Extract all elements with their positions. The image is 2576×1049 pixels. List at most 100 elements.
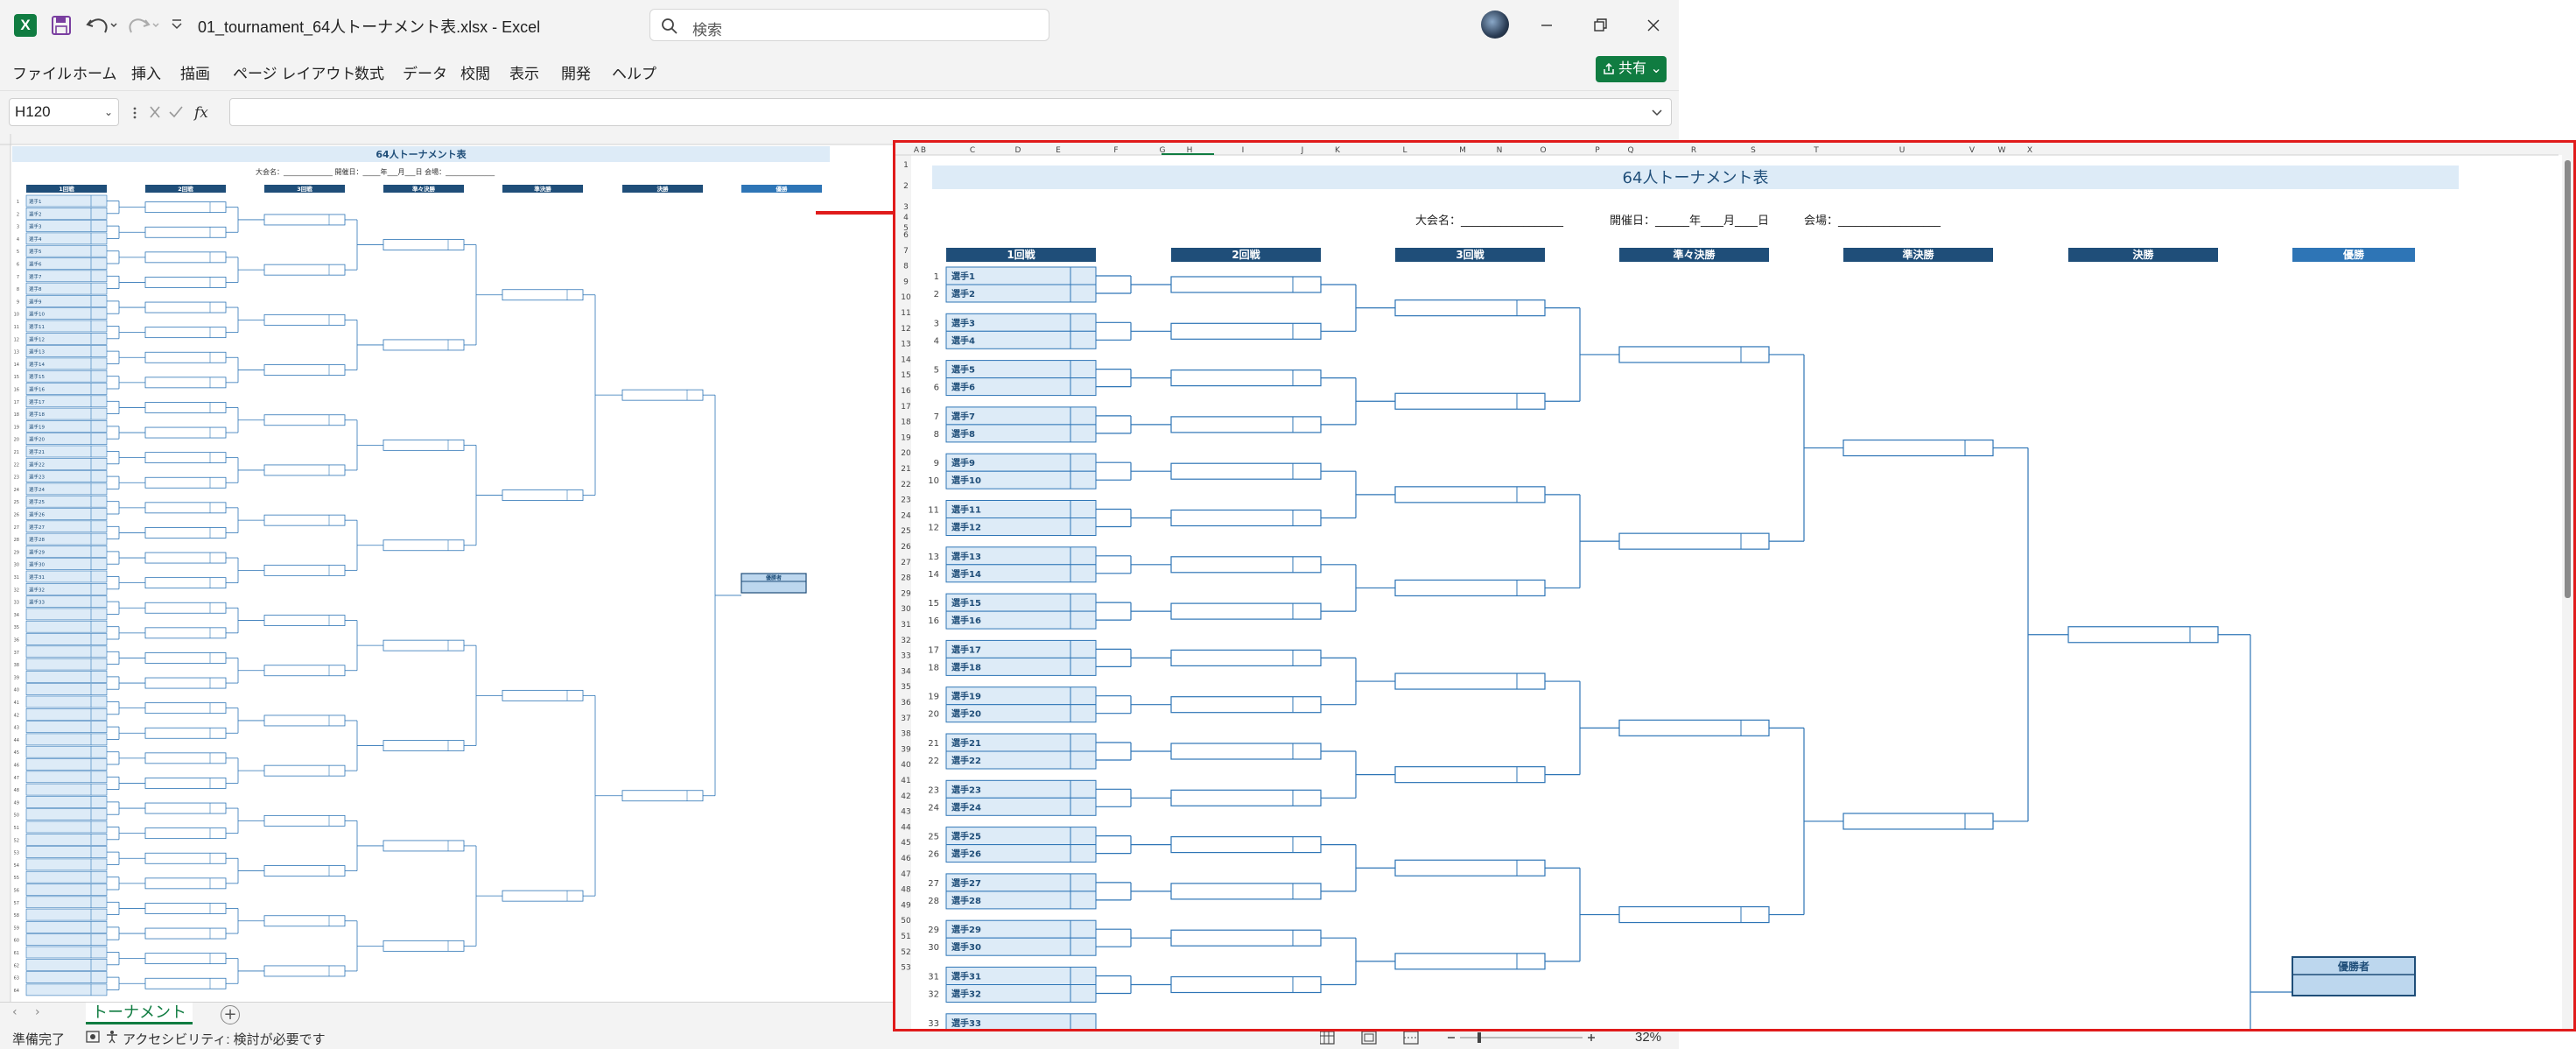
scroll-tabs-right-icon[interactable]: › bbox=[35, 1005, 40, 1019]
redo-icon[interactable] bbox=[128, 13, 159, 39]
row-number: 7 bbox=[903, 247, 909, 256]
player-cell bbox=[25, 858, 108, 871]
undo-icon[interactable] bbox=[86, 13, 117, 39]
entry-number: 24 bbox=[928, 803, 939, 813]
accessibility-status[interactable]: アクセシビリティ: 検討が必要です bbox=[123, 1032, 326, 1047]
close-icon[interactable] bbox=[1640, 12, 1667, 39]
tab-help[interactable]: ヘルプ bbox=[612, 66, 656, 82]
entry-number: 31 bbox=[928, 973, 939, 982]
entry-number: 29 bbox=[928, 926, 939, 935]
sheet-title-band bbox=[12, 146, 830, 162]
view-zoom-controls[interactable] bbox=[1320, 1030, 1618, 1045]
player-name: 選手15 bbox=[951, 597, 981, 609]
player-name: 選手29 bbox=[951, 924, 981, 935]
entry-number: 15 bbox=[928, 599, 939, 609]
player-name: 選手3 bbox=[951, 317, 975, 328]
entry-number: 16 bbox=[14, 388, 19, 393]
formula-input[interactable] bbox=[229, 98, 1672, 126]
column-letter: Q bbox=[1627, 146, 1633, 155]
name-box[interactable]: H120 ⌄ bbox=[9, 98, 119, 126]
winner-box bbox=[263, 915, 346, 927]
player-name: 選手9 bbox=[951, 457, 975, 468]
entry-number: 48 bbox=[14, 788, 19, 793]
entry-number: 18 bbox=[928, 663, 939, 672]
player-cell bbox=[25, 896, 108, 909]
player-cell bbox=[25, 645, 108, 658]
entry-number: 40 bbox=[14, 688, 19, 693]
tab-view[interactable]: 表示 bbox=[509, 66, 539, 82]
entry-number: 8 bbox=[17, 287, 19, 292]
player-cell bbox=[25, 608, 108, 621]
winner-box bbox=[144, 627, 227, 639]
save-icon[interactable] bbox=[51, 15, 72, 41]
round-header bbox=[264, 185, 345, 193]
entry-number: 12 bbox=[928, 524, 939, 533]
accessibility-icon[interactable] bbox=[105, 1030, 119, 1044]
winner-box bbox=[1394, 859, 1546, 877]
player-name: 選手21 bbox=[29, 448, 45, 455]
round-header-label: 決勝 bbox=[2132, 248, 2154, 261]
row-number: 8 bbox=[903, 263, 909, 271]
entry-number: 6 bbox=[934, 384, 939, 393]
entry-number: 19 bbox=[14, 425, 19, 430]
winner-box bbox=[1170, 696, 1322, 714]
player-name: 選手33 bbox=[951, 1017, 981, 1029]
row-number: 46 bbox=[901, 855, 911, 863]
tab-home[interactable]: ホーム bbox=[73, 66, 117, 82]
row-number: 31 bbox=[901, 621, 910, 630]
tab-page-layout[interactable]: ページ レイアウト bbox=[233, 66, 356, 82]
entry-number: 14 bbox=[14, 363, 19, 368]
macro-record-icon[interactable] bbox=[86, 1031, 100, 1043]
scroll-tabs-left-icon[interactable]: ‹ bbox=[12, 1005, 18, 1019]
chevron-down-icon[interactable]: ⌄ bbox=[103, 106, 113, 118]
sheet-tab-tournament[interactable]: トーナメント表 bbox=[86, 1003, 193, 1040]
entry-number: 1 bbox=[934, 272, 939, 282]
round-header-label: 準々決勝 bbox=[1673, 248, 1716, 261]
entry-number: 21 bbox=[14, 450, 19, 455]
row-number: 38 bbox=[901, 730, 911, 739]
tab-formulas[interactable]: 数式 bbox=[354, 66, 384, 82]
tab-data[interactable]: データ bbox=[403, 66, 447, 82]
player-cell bbox=[25, 708, 108, 721]
player-name: 選手16 bbox=[29, 386, 45, 393]
player-name: 選手1 bbox=[951, 271, 975, 282]
zoom-level[interactable]: 32% bbox=[1635, 1030, 1662, 1045]
player-name: 選手19 bbox=[29, 423, 45, 430]
entry-number: 61 bbox=[14, 951, 19, 956]
tab-draw[interactable]: 描画 bbox=[180, 66, 210, 82]
title-bar: X 01_tournament_64人トーナメント表.xlsx - Excel … bbox=[0, 0, 1679, 51]
entry-number: 17 bbox=[928, 645, 939, 655]
ribbon-tabs: ファイル ホーム 挿入 描画 ページ レイアウト 数式 データ 校閲 表示 開発… bbox=[0, 51, 1679, 90]
tab-review[interactable]: 校閲 bbox=[460, 66, 490, 82]
search-input[interactable]: 検索 bbox=[649, 9, 1049, 41]
minimize-icon[interactable] bbox=[1534, 12, 1560, 39]
customize-quick-access-icon[interactable] bbox=[170, 18, 184, 44]
player-name: 選手24 bbox=[29, 486, 45, 493]
player-cell bbox=[25, 695, 108, 708]
entry-number: 10 bbox=[14, 313, 19, 318]
player-cell bbox=[25, 796, 108, 808]
add-sheet-button[interactable]: + bbox=[221, 1005, 240, 1024]
winner-box bbox=[144, 402, 227, 413]
row-number: 6 bbox=[903, 231, 909, 240]
user-avatar[interactable] bbox=[1481, 11, 1509, 39]
document-title: 01_tournament_64人トーナメント表.xlsx - Excel bbox=[198, 18, 541, 36]
player-name: 選手23 bbox=[951, 784, 981, 795]
winner-box bbox=[383, 239, 465, 250]
column-letter: H bbox=[1187, 146, 1193, 155]
player-name: 選手31 bbox=[29, 574, 45, 581]
restore-icon[interactable] bbox=[1587, 12, 1613, 39]
player-name: 選手4 bbox=[29, 236, 42, 243]
entry-number: 25 bbox=[14, 500, 19, 505]
tab-insert[interactable]: 挿入 bbox=[131, 66, 161, 82]
row-number: 29 bbox=[901, 589, 911, 598]
expand-formula-icon[interactable] bbox=[1650, 106, 1664, 120]
winner-box bbox=[263, 214, 346, 226]
share-button[interactable]: 共有 ⌄ bbox=[1596, 56, 1667, 82]
round-header-label: 1回戦 bbox=[1007, 248, 1035, 261]
tab-developer[interactable]: 開発 bbox=[561, 66, 591, 82]
tab-file[interactable]: ファイル bbox=[12, 66, 72, 82]
winner-box bbox=[144, 652, 227, 664]
player-cell bbox=[25, 933, 108, 947]
row-number: 32 bbox=[901, 637, 910, 645]
